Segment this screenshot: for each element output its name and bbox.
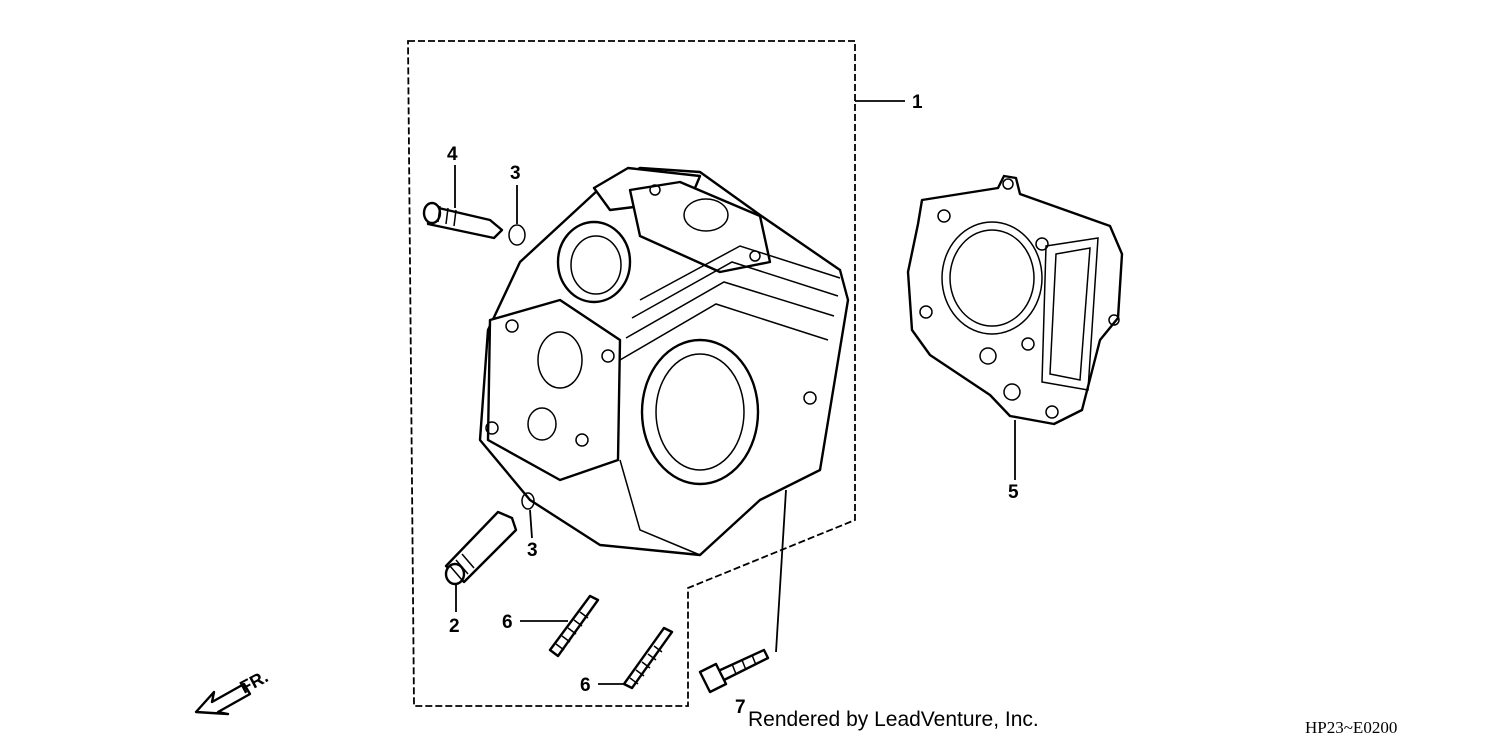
diagram-code: HP23~E0200 xyxy=(1305,718,1398,737)
cylinder-head xyxy=(478,166,850,557)
front-direction-arrow-icon: FR. xyxy=(194,666,271,716)
dowel-pin-2 xyxy=(598,626,674,690)
callout-3-upper: 3 xyxy=(510,163,521,184)
o-ring-upper xyxy=(508,185,526,246)
callout-5: 5 xyxy=(1008,482,1019,503)
callout-3-lower: 3 xyxy=(527,540,538,561)
assembly-boundary xyxy=(407,40,905,707)
head-gasket xyxy=(906,174,1124,480)
valve-guide-lower xyxy=(444,510,518,612)
flange-bolt xyxy=(698,489,787,694)
callout-7: 7 xyxy=(735,697,746,718)
valve-guide-upper xyxy=(422,165,504,240)
credit-text: Rendered by LeadVenture, Inc. xyxy=(748,708,1039,731)
o-ring-lower xyxy=(521,492,535,539)
dowel-pin-1 xyxy=(520,594,600,658)
callout-6-upper: 6 xyxy=(502,612,513,633)
callout-6-lower: 6 xyxy=(580,675,591,696)
callout-4: 4 xyxy=(447,144,458,165)
callout-2: 2 xyxy=(449,616,460,637)
callout-1: 1 xyxy=(912,92,923,113)
